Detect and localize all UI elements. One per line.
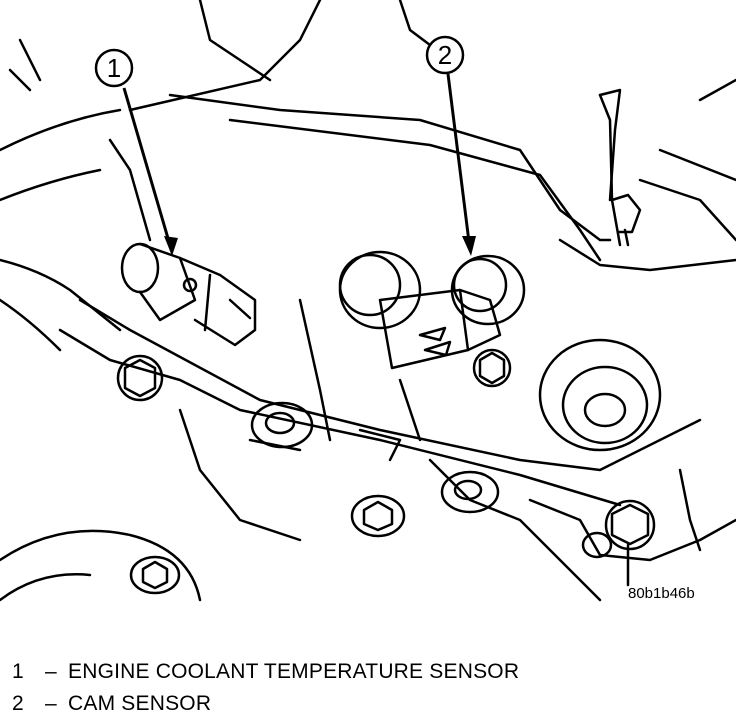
legend-item-number: 1 (12, 660, 24, 683)
bolt-small (581, 531, 613, 559)
mounting-bosses (250, 250, 500, 514)
callout-2-number: 2 (438, 40, 452, 70)
engine-sensor-illustration: 1 2 80b1b46b (0, 0, 736, 602)
legend: 1 – ENGINE COOLANT TEMPERATURE SENSOR 2 … (12, 660, 712, 724)
bolt-lower (350, 494, 406, 538)
round-boss (538, 338, 662, 452)
callout-1-number: 1 (107, 53, 121, 83)
legend-item-label: ENGINE COOLANT TEMPERATURE SENSOR (68, 660, 520, 683)
figure-code: 80b1b46b (628, 585, 695, 602)
callout-2: 2 (425, 35, 476, 256)
legend-item: 1 – ENGINE COOLANT TEMPERATURE SENSOR (12, 660, 712, 692)
legend-item-separator: – (45, 660, 57, 683)
bolt-right (604, 499, 656, 587)
callout-1: 1 (94, 48, 178, 256)
bolt-sensor (472, 348, 512, 388)
cam-sensor (378, 254, 526, 370)
bolt-bottom-left (129, 555, 181, 595)
bracket-right (610, 193, 642, 247)
engine-block-outline (58, 0, 736, 602)
legend-item-number: 2 (12, 692, 24, 715)
bolt-left (116, 354, 164, 402)
legend-item-separator: – (45, 692, 57, 715)
legend-item-label: CAM SENSOR (68, 692, 212, 715)
cylinder-head-outline (0, 38, 202, 602)
legend-item: 2 – CAM SENSOR (12, 692, 712, 724)
coolant-temp-sensor (120, 242, 257, 347)
